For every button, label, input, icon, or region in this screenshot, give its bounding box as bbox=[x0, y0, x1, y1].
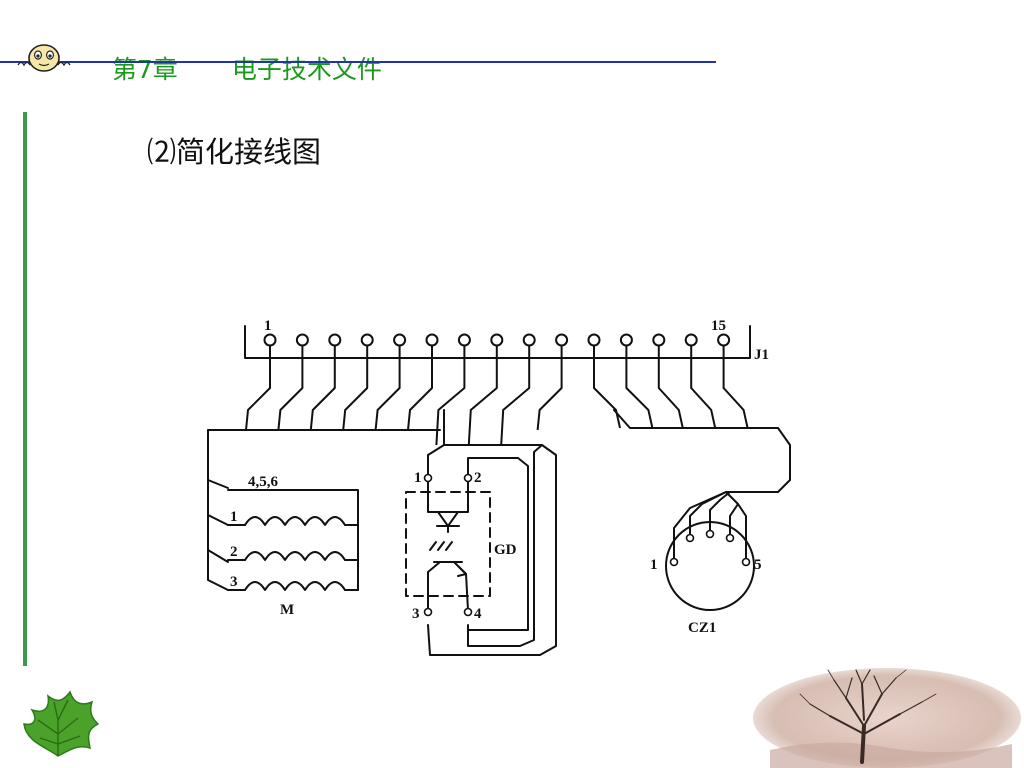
j1-wire-14 bbox=[690, 387, 717, 429]
j1-pin-14 bbox=[684, 333, 698, 347]
chapter-label: 第7章 bbox=[111, 55, 178, 84]
j1-pin-7 bbox=[457, 333, 471, 347]
j1-wire-11 bbox=[593, 387, 621, 429]
gd-pin-label-4: 4 bbox=[474, 606, 482, 622]
gd-pin-3-terminal bbox=[423, 607, 433, 617]
cz1-pin-5-terminal bbox=[741, 557, 751, 567]
j1-wire-8 bbox=[467, 387, 498, 446]
optocoupler-gd-frame bbox=[405, 491, 491, 597]
j1-pin-12 bbox=[619, 333, 633, 347]
cz1-pin-5-label: 5 bbox=[754, 557, 762, 573]
gd-pin-label-1: 1 bbox=[414, 470, 422, 486]
j1-wire-9 bbox=[500, 387, 530, 446]
gd-pin-4-terminal bbox=[463, 607, 473, 617]
cz1-pin-1-label: 1 bbox=[650, 557, 658, 573]
side-accent-bar bbox=[23, 112, 27, 666]
j1-pin-5 bbox=[393, 333, 407, 347]
tree-picture-decoration bbox=[753, 668, 1021, 768]
j1-wire-13 bbox=[658, 387, 684, 429]
j1-pin-10 bbox=[555, 333, 569, 347]
motor-winding-label-2: 2 bbox=[230, 544, 238, 560]
gd-pin-label-2: 2 bbox=[474, 470, 482, 486]
j1-wire-15 bbox=[722, 387, 749, 429]
motor-common-label: 4,5,6 bbox=[248, 474, 279, 490]
gd-pin-1-terminal bbox=[423, 473, 433, 483]
slide-subtitle: ⑵简化接线图 bbox=[147, 135, 322, 169]
right-harness-bundle bbox=[613, 409, 791, 493]
gd-pin-label-3: 3 bbox=[412, 606, 420, 622]
j1-wire-7 bbox=[435, 387, 466, 446]
motor-winding-label-1: 1 bbox=[230, 509, 238, 525]
motor-winding-label-3: 3 bbox=[230, 574, 238, 590]
j1-pin-4 bbox=[360, 333, 374, 347]
j1-pin-13 bbox=[652, 333, 666, 347]
section-title: 电子技术文件 bbox=[231, 55, 382, 84]
j1-wire-12 bbox=[625, 387, 654, 429]
motor-common-lead bbox=[227, 489, 359, 526]
wiring-diagram: 1 15 J1 4,5,6 1 2 3 M 1 2 3 4 GD 1 5 CZ1 bbox=[207, 318, 791, 656]
j1-wire-1 bbox=[245, 387, 271, 431]
header-rule bbox=[0, 61, 716, 63]
j1-pin-3 bbox=[328, 333, 342, 347]
optocoupler-label: GD bbox=[494, 542, 517, 558]
leaf-decoration-icon bbox=[23, 690, 100, 757]
j1-pin-8 bbox=[490, 333, 504, 347]
j1-wire-2 bbox=[277, 387, 304, 431]
gd-pin-2-terminal bbox=[463, 473, 473, 483]
j1-pin-9 bbox=[522, 333, 536, 347]
mascot-icon bbox=[17, 44, 71, 72]
j1-last-pin-label: 15 bbox=[711, 318, 726, 334]
j1-first-pin-label: 1 bbox=[264, 318, 272, 334]
j1-pin-11 bbox=[587, 333, 601, 347]
j1-pin-15 bbox=[717, 333, 731, 347]
connector-j1-pins bbox=[263, 333, 731, 389]
cz1-pin-1-terminal bbox=[669, 557, 679, 567]
gd-feed-wire bbox=[427, 409, 445, 481]
header-title: 第7章 电子技术文件 bbox=[96, 19, 382, 84]
j1-wire-4 bbox=[342, 387, 368, 431]
motor-label: M bbox=[280, 602, 294, 618]
j1-wire-10 bbox=[536, 387, 563, 431]
j1-wire-5 bbox=[374, 387, 401, 431]
j1-wire-6 bbox=[407, 387, 433, 431]
j1-wire-3 bbox=[309, 387, 336, 431]
j1-pin-2 bbox=[295, 333, 309, 347]
j1-pin-1 bbox=[263, 333, 277, 347]
j1-pin-6 bbox=[425, 333, 439, 347]
j1-connector-label: J1 bbox=[754, 347, 769, 363]
socket-label: CZ1 bbox=[688, 620, 716, 636]
